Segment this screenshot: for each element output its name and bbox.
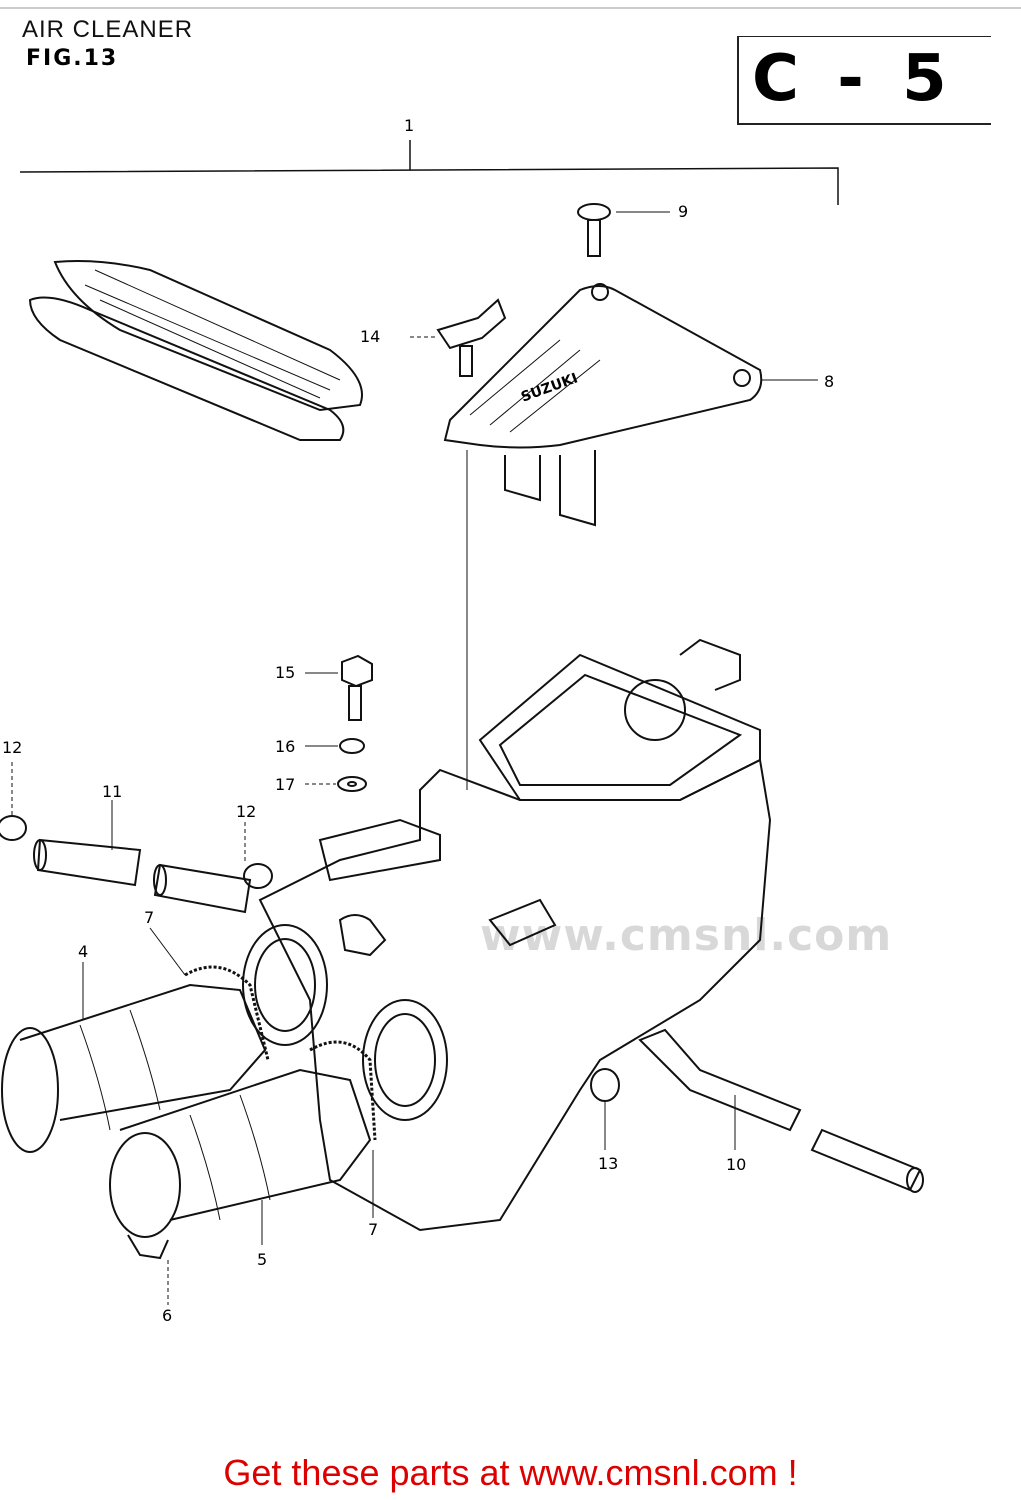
intake-pipe-5 (109, 1068, 372, 1245)
hose-11 (33, 800, 252, 914)
nut-16 (305, 738, 365, 754)
callout-6: 6 (162, 1306, 173, 1325)
watermark-text: www.cmsnl.com (480, 910, 893, 961)
intake-pipe-4 (1, 962, 267, 1153)
diagram-title: AIR CLEANER (22, 16, 194, 43)
air-cleaner-box (242, 638, 772, 1232)
clamp-6 (127, 1234, 169, 1305)
clamp-7 (184, 965, 377, 1141)
callout-5: 5 (257, 1250, 268, 1269)
clamp-12 (0, 762, 273, 889)
wing-bolt-14 (410, 298, 507, 377)
callout-4: 4 (78, 942, 89, 961)
callout-13: 13 (598, 1154, 619, 1173)
hose-10 (638, 1028, 924, 1193)
page-code-box (737, 36, 991, 125)
callout-9: 9 (678, 202, 689, 221)
bolt-15 (305, 654, 373, 721)
callout-12-left: 12 (2, 738, 23, 757)
callout-8: 8 (824, 372, 835, 391)
washer-17 (305, 776, 367, 792)
callout-11: 11 (102, 782, 123, 801)
screw-9 (577, 203, 670, 257)
callout-7-lower: 7 (368, 1220, 379, 1239)
figure-number: FIG.13 (26, 46, 119, 71)
callout-1: 1 (404, 116, 415, 135)
callout-12: 12 (236, 802, 257, 821)
callout-7-upper: 7 (144, 908, 155, 927)
filter-element (28, 260, 363, 441)
callout-16: 16 (275, 737, 296, 756)
page-code: C - 5 (752, 42, 955, 116)
cover-8 (443, 283, 818, 527)
callout-15: 15 (275, 663, 296, 682)
footer-link-text[interactable]: Get these parts at www.cmsnl.com ! (223, 1452, 798, 1493)
callout-10: 10 (726, 1155, 747, 1174)
callout-14: 14 (360, 327, 381, 346)
callout-17: 17 (275, 775, 296, 794)
clamp-13 (590, 1068, 620, 1150)
